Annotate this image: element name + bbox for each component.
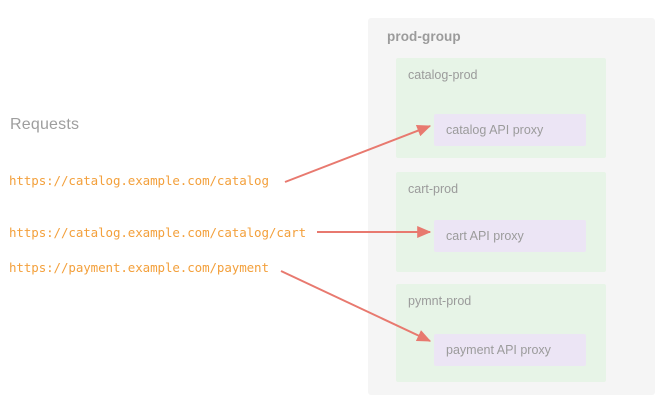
namespace-label: pymnt-prod [408,294,472,308]
namespace-box-pymnt-prod: pymnt-prod payment API proxy [396,284,606,382]
namespace-label: cart-prod [408,182,459,196]
proxy-box-catalog-api-proxy: catalog API proxy [434,114,586,146]
prod-group-panel: prod-group catalog-prod catalog API prox… [368,18,655,395]
requests-panel: Requests https://catalog.example.com/cat… [9,116,307,275]
requests-heading: Requests [10,116,80,133]
prod-group-title: prod-group [387,29,461,44]
namespace-box-cart-prod: cart-prod cart API proxy [396,172,606,272]
request-url: https://catalog.example.com/catalog [9,173,269,188]
proxy-box-payment-api-proxy: payment API proxy [434,334,586,366]
proxy-label: catalog API proxy [446,123,544,137]
proxy-label: payment API proxy [446,343,551,357]
request-url: https://catalog.example.com/catalog/cart [9,225,307,240]
namespace-box-catalog-prod: catalog-prod catalog API proxy [396,58,606,158]
namespace-label: catalog-prod [408,68,478,82]
proxy-label: cart API proxy [446,229,524,243]
proxy-box-cart-api-proxy: cart API proxy [434,220,586,252]
request-url: https://payment.example.com/payment [9,260,269,275]
